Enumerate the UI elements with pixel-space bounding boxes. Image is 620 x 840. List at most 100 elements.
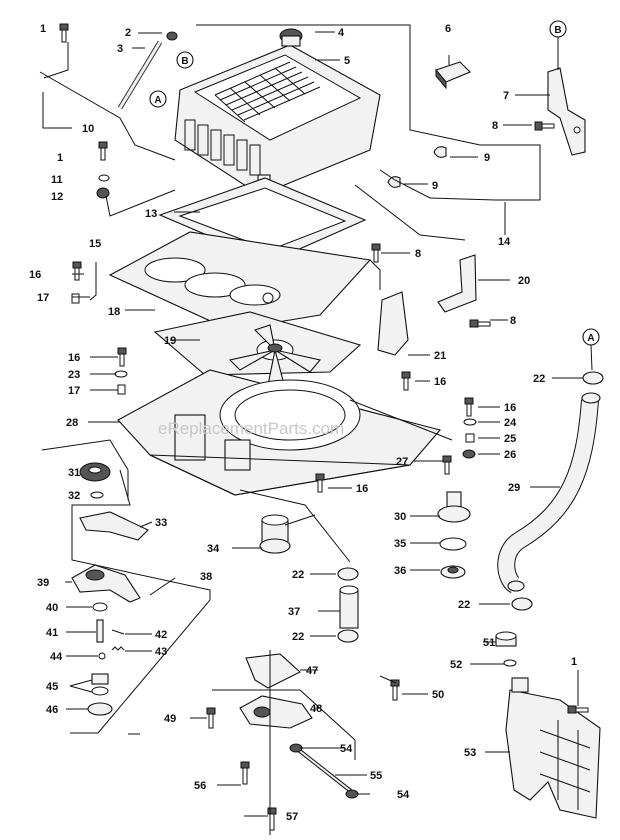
- callout-3: 3: [117, 43, 123, 55]
- bolt: [206, 707, 216, 729]
- part-42-pin: [111, 629, 125, 635]
- callout-15: 15: [89, 238, 101, 250]
- callout-54: 54: [397, 789, 410, 801]
- part-29-hose: [497, 392, 601, 594]
- part-28-housing: [117, 369, 441, 496]
- callout-9: 9: [484, 152, 490, 164]
- leader-lines: [39, 24, 583, 835]
- part-33-gasket: [79, 511, 149, 541]
- callout-22: 22: [292, 569, 304, 581]
- part-52-washer: [503, 659, 517, 667]
- part-20-bracket: [437, 254, 477, 313]
- part-46-cover: [87, 702, 113, 716]
- callout-29: 29: [508, 482, 520, 494]
- callout-17: 17: [37, 292, 49, 304]
- bolt: [315, 473, 325, 493]
- callout-labels: 1 2 3 4 5 6 7 8 9 10 1 11 12 9 13 14 15 …: [29, 23, 577, 823]
- reference-marker-a-upper: A: [149, 90, 167, 108]
- fan: [228, 324, 322, 389]
- part-19-plate: [153, 311, 362, 376]
- part-2-clip: [166, 31, 178, 41]
- callout-5: 5: [344, 55, 350, 67]
- svg-text:A: A: [587, 333, 594, 344]
- callout-56: 56: [194, 780, 206, 792]
- callout-8: 8: [492, 120, 498, 132]
- part-3-tube: [117, 40, 163, 110]
- callout-42: 42: [155, 629, 167, 641]
- part-43-spring: [111, 646, 125, 651]
- part-34-pump: [259, 514, 291, 554]
- callout-25: 25: [504, 433, 516, 445]
- callout-8: 8: [415, 248, 421, 260]
- part-30-outlet: [437, 491, 471, 523]
- part-45-seal: [91, 673, 109, 696]
- callout-30: 30: [394, 511, 406, 523]
- callout-2: 2: [125, 27, 131, 39]
- part-6-bracket: [435, 61, 471, 90]
- callout-16: 16: [68, 352, 80, 364]
- callout-57: 57: [286, 811, 298, 823]
- radiator: [174, 28, 381, 196]
- bolt: [442, 455, 452, 475]
- reference-marker-b-right: B: [549, 20, 567, 38]
- callout-8: 8: [510, 315, 516, 327]
- part-51-cap: [495, 631, 517, 647]
- bolts: [59, 23, 589, 831]
- callout-14: 14: [498, 236, 511, 248]
- part-18-shroud: [108, 231, 372, 331]
- callout-39: 39: [37, 577, 49, 589]
- bolt: [267, 807, 277, 831]
- callout-46: 46: [46, 704, 58, 716]
- callout-18: 18: [108, 306, 120, 318]
- callout-38: 38: [200, 571, 212, 583]
- callout-41: 41: [46, 627, 58, 639]
- callout-10: 10: [82, 123, 94, 135]
- part-35-gasket: [439, 537, 467, 551]
- part-47-gasket: [245, 653, 301, 689]
- callout-16: 16: [434, 376, 446, 388]
- svg-text:A: A: [154, 95, 161, 106]
- part-41-shaft: [96, 619, 104, 643]
- part-31-gear: [79, 462, 111, 482]
- callout-26: 26: [504, 449, 516, 461]
- callout-19: 19: [164, 335, 176, 347]
- callout-48: 48: [310, 703, 322, 715]
- callout-22: 22: [533, 373, 545, 385]
- callout-34: 34: [207, 543, 220, 555]
- part-22-clamps: [337, 371, 604, 643]
- part-32-washer: [90, 491, 104, 499]
- bolt: [371, 243, 381, 263]
- part-39-pump-body: [71, 564, 141, 603]
- part-54-nut-lower: [345, 789, 359, 799]
- callout-22: 22: [458, 599, 470, 611]
- part-37-pipe: [339, 585, 359, 629]
- callout-16: 16: [504, 402, 516, 414]
- bolt: [240, 761, 250, 785]
- callout-6: 6: [445, 23, 451, 35]
- part-13-gasket: [158, 177, 367, 263]
- callout-22: 22: [292, 631, 304, 643]
- callout-52: 52: [450, 659, 462, 671]
- callout-33: 33: [155, 517, 167, 529]
- reference-marker-a-right: A: [582, 328, 600, 346]
- callout-9: 9: [432, 180, 438, 192]
- callout-12: 12: [51, 191, 63, 203]
- callout-50: 50: [432, 689, 444, 701]
- callout-47: 47: [306, 665, 318, 677]
- bolt: [98, 141, 108, 161]
- part-53-tank: [505, 677, 601, 819]
- callout-53: 53: [464, 747, 476, 759]
- part-48-pump: [239, 695, 313, 729]
- callout-11: 11: [51, 174, 63, 186]
- bolt: [117, 347, 127, 367]
- reference-marker-b-upper: B: [176, 51, 194, 69]
- callout-4: 4: [338, 27, 345, 39]
- callout-1: 1: [57, 152, 63, 164]
- part-21-bracket: [377, 291, 409, 356]
- callout-37: 37: [288, 606, 300, 618]
- callout-54: 54: [340, 743, 353, 755]
- bolt: [401, 371, 411, 391]
- callout-31: 31: [68, 467, 80, 479]
- callout-35: 35: [394, 538, 406, 550]
- callout-24: 24: [504, 417, 517, 429]
